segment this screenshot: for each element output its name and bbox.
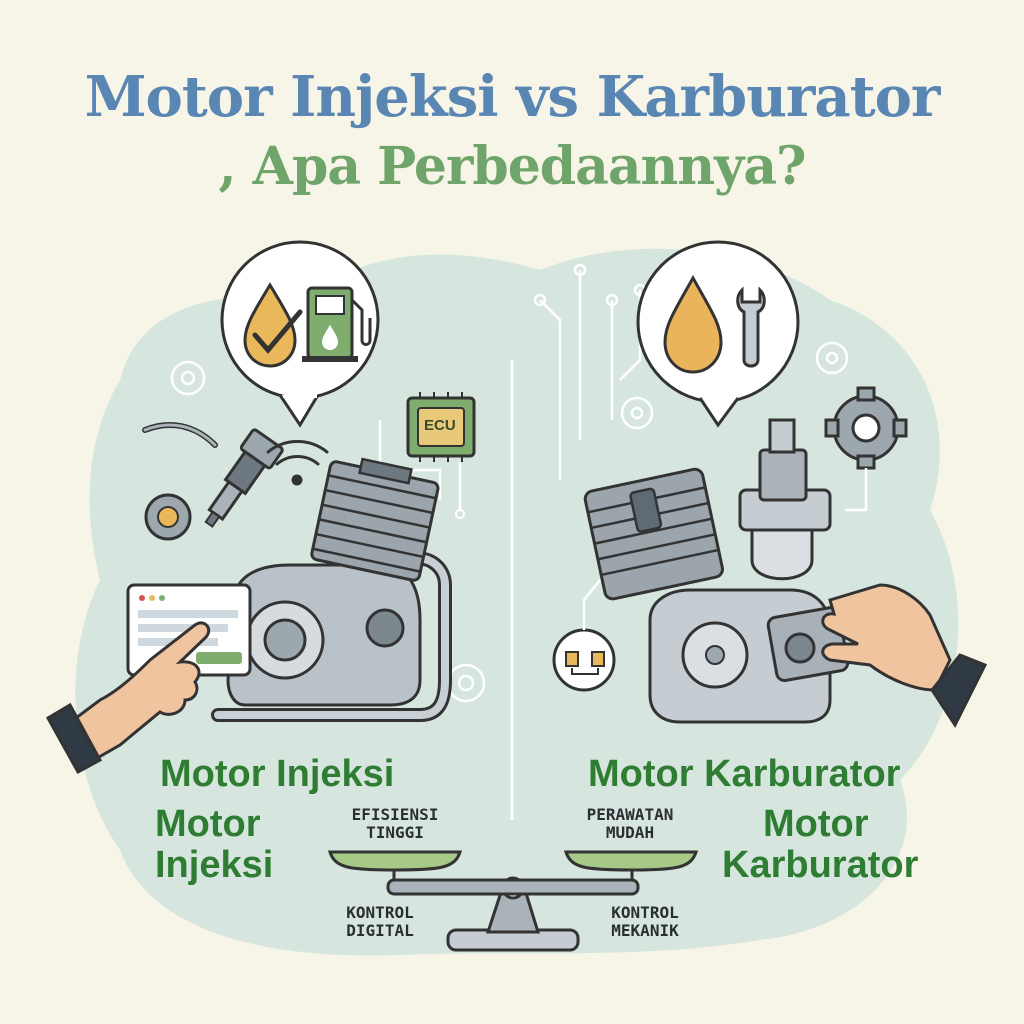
right-feature-top-line-1: PERAWATAN xyxy=(586,805,674,824)
title-line-2: , Apa Perbedaannya? xyxy=(218,136,806,197)
gear-icon xyxy=(144,493,192,541)
left-feature-bottom: KONTROL DIGITAL xyxy=(325,903,435,941)
wifi-icon xyxy=(266,440,329,486)
right-feature-top: PERAWATAN MUDAH xyxy=(565,805,695,843)
right-label-top: Motor Karburator xyxy=(588,753,901,795)
right-feature-bottom-line-1: KONTROL xyxy=(611,903,679,922)
left-feature-bottom-line-2: DIGITAL xyxy=(346,921,414,941)
ecu-chip-label: ECU xyxy=(424,417,456,434)
fuel-drop-icon xyxy=(663,274,723,374)
right-feature-bottom-line-2: MEKANIK xyxy=(611,921,679,941)
left-feature-top: EFISIENSI TINGGI xyxy=(345,805,445,843)
balance-scale-icon xyxy=(327,850,699,952)
hand-icon xyxy=(766,583,988,729)
carburetor-icon xyxy=(738,418,832,581)
right-feature-bottom: KONTROL MEKANIK xyxy=(590,903,700,941)
left-feature-bottom-line-1: KONTROL xyxy=(346,903,414,922)
title-line-1: Motor Injeksi vs Karburator xyxy=(84,64,941,130)
wrench-icon xyxy=(736,286,766,368)
right-label-side-1: Motor xyxy=(763,803,869,845)
engine-icon xyxy=(211,457,452,722)
background-blob xyxy=(75,248,959,956)
gear-icon xyxy=(824,386,908,512)
right-label-side-2: Karburator xyxy=(722,844,919,886)
outline-gear-icon xyxy=(170,341,849,703)
left-feature-top-line-1: EFISIENSI xyxy=(351,805,439,824)
hand-icon xyxy=(45,621,211,775)
circuit-lines xyxy=(533,263,647,480)
left-label-top: Motor Injeksi xyxy=(160,753,395,795)
fuel-drop-check-icon xyxy=(243,282,303,368)
ecu-chip-icon xyxy=(378,392,476,519)
left-feature-top-line-2: TINGGI xyxy=(366,823,424,843)
right-feature-top-line-2: MUDAH xyxy=(605,823,655,843)
left-label-side-2: Injeksi xyxy=(155,844,274,886)
left-label-side-1: Motor xyxy=(155,803,261,845)
fuel-pump-icon xyxy=(302,286,372,362)
fuse-icon xyxy=(552,579,616,692)
fuel-injector-icon xyxy=(142,422,284,528)
